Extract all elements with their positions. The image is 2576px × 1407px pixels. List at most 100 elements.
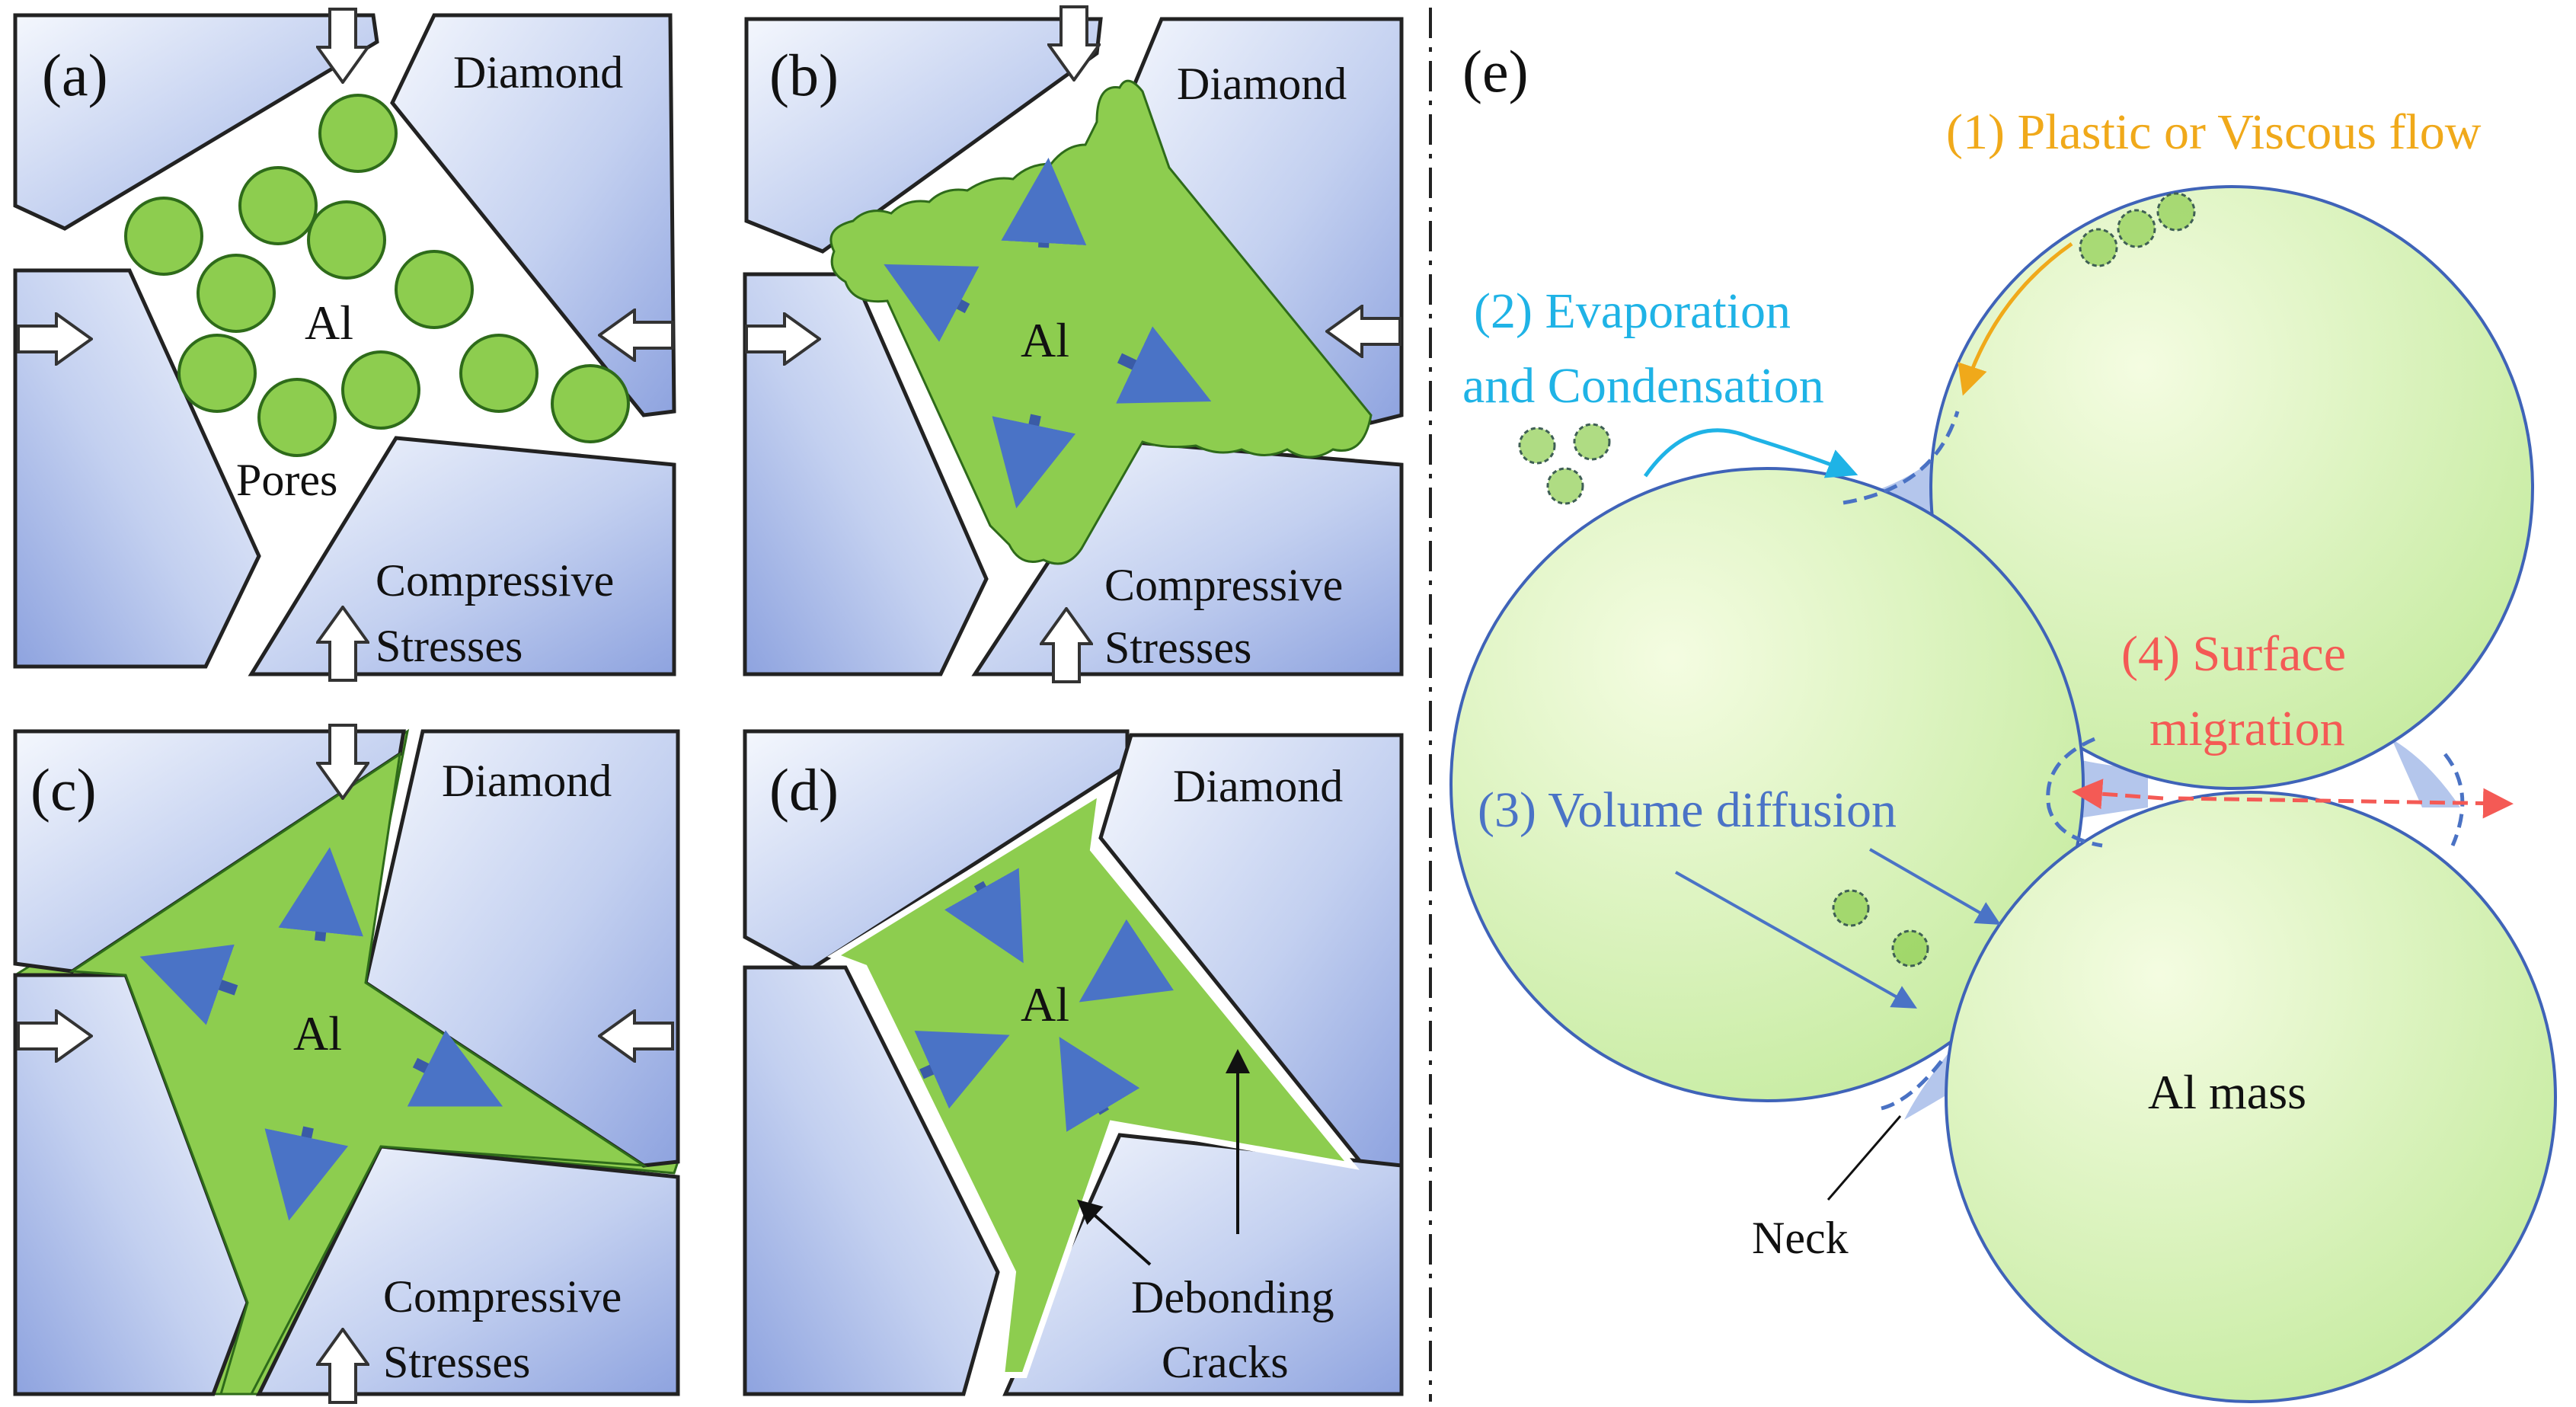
al-particle bbox=[341, 350, 420, 430]
neck-pointer bbox=[1827, 1115, 1902, 1201]
diamond-grain-d-left bbox=[743, 965, 1000, 1396]
mech1-particles bbox=[2079, 192, 2196, 267]
flow-arrow bbox=[264, 1126, 349, 1221]
mech3-label: (3) Volume diffusion bbox=[1478, 782, 1897, 838]
diamond-label: Diamond bbox=[1177, 59, 1347, 109]
shrink-arrows-d bbox=[914, 868, 1174, 1132]
al-particle bbox=[459, 334, 539, 413]
diamond-grain-c-topright bbox=[363, 729, 680, 1168]
migrating-atom bbox=[2079, 228, 2118, 267]
flow-arrow bbox=[1001, 158, 1087, 248]
neck-outlines bbox=[1843, 411, 2465, 1111]
al-particle bbox=[307, 200, 386, 280]
al-particles-a bbox=[124, 94, 630, 457]
diamond-grain-c-left bbox=[13, 973, 250, 1396]
al-particle bbox=[177, 334, 257, 413]
al-label: Al bbox=[293, 1006, 342, 1060]
neck-dashed-outline bbox=[1881, 1054, 1948, 1111]
al-particle bbox=[318, 94, 398, 173]
flow-arrows-b bbox=[884, 158, 1212, 509]
diamond-grain-b-topleft bbox=[744, 17, 1103, 254]
flow-arrows-c bbox=[139, 847, 503, 1221]
al-melt-c-core bbox=[69, 751, 648, 1396]
al-particle bbox=[124, 197, 203, 276]
mech3-arrow bbox=[1675, 871, 1917, 1009]
stress-label-line1: Compressive bbox=[376, 555, 614, 606]
panel-d: (d) Diamond Al Debonding Cracks bbox=[743, 729, 1404, 1396]
al-particle bbox=[395, 250, 474, 329]
stress-label-line2: Stresses bbox=[383, 1337, 530, 1387]
al-melt-b bbox=[829, 79, 1373, 565]
mech4-label-line2: migration bbox=[2149, 701, 2345, 756]
crack-pointer bbox=[1077, 1199, 1152, 1266]
diffusing-atom bbox=[1832, 889, 1870, 927]
flow-arrow bbox=[407, 1030, 503, 1107]
flow-arrow bbox=[278, 847, 363, 942]
neck-label: Neck bbox=[1752, 1213, 1849, 1263]
al-label: Al bbox=[305, 296, 353, 350]
migrating-atom bbox=[2117, 209, 2156, 248]
panel-a: (a) Diamond Al Pores Compressive Stresse… bbox=[13, 8, 676, 682]
diamond-grain-a-bottomright bbox=[248, 436, 676, 676]
al-mass-particle bbox=[1945, 791, 2557, 1403]
al-label: Al bbox=[1021, 313, 1069, 367]
flow-arrow bbox=[992, 414, 1076, 509]
diamond-grain-a-topright bbox=[390, 13, 676, 417]
neck-dashed-outline bbox=[2443, 753, 2465, 846]
panel-tag: (a) bbox=[42, 42, 108, 108]
al-mass-particle bbox=[1929, 185, 2534, 790]
stress-label-line2: Stresses bbox=[1104, 622, 1251, 673]
mech4-label-line1: (4) Surface bbox=[2121, 626, 2346, 682]
panel-tag: (d) bbox=[769, 756, 839, 823]
mech3-arrow bbox=[1869, 848, 2001, 925]
stress-label-line2: Stresses bbox=[376, 621, 523, 671]
diamond-label: Diamond bbox=[442, 756, 612, 806]
vapor-atom bbox=[1546, 467, 1584, 505]
flow-arrow bbox=[1059, 1036, 1140, 1132]
stress-label-line1: Compressive bbox=[1104, 560, 1343, 610]
flow-arrow bbox=[1079, 919, 1174, 1002]
panel-c: (c) Diamond Al Compressive Stresses bbox=[13, 724, 680, 1404]
migrating-atom bbox=[2156, 192, 2196, 232]
al-particle bbox=[238, 166, 318, 245]
pores-label: Pores bbox=[236, 455, 337, 505]
panel-tag: (b) bbox=[769, 42, 839, 108]
stress-label-line1: Compressive bbox=[383, 1271, 622, 1322]
diamond-label: Diamond bbox=[453, 47, 623, 98]
al-particle bbox=[551, 364, 630, 443]
flow-arrow bbox=[914, 1030, 1010, 1109]
mech1-arrow bbox=[1958, 241, 2073, 396]
flow-arrow bbox=[1116, 326, 1212, 404]
mech2-label-line1: (2) Evaporation bbox=[1474, 283, 1791, 339]
mech2-arrow bbox=[1643, 428, 1858, 478]
al-mass-label: Al mass bbox=[2148, 1065, 2306, 1119]
neck-dashed-outline bbox=[1843, 411, 1960, 505]
panel-b: (b) Diamond Al Compressive Stresses bbox=[743, 5, 1404, 683]
vapor-atom bbox=[1518, 427, 1556, 465]
crack-label-line2: Cracks bbox=[1162, 1337, 1289, 1387]
flow-arrow bbox=[139, 944, 238, 1025]
diamond-grain-a-topleft bbox=[13, 13, 379, 231]
flow-arrow bbox=[944, 868, 1024, 964]
diamond-grain-c-bottomright bbox=[255, 1144, 680, 1396]
mech1-label: (1) Plastic or Viscous flow bbox=[1946, 104, 2482, 160]
al-particle bbox=[197, 254, 276, 333]
mech2-particles bbox=[1518, 423, 1611, 505]
crack-label-line1: Debonding bbox=[1131, 1272, 1334, 1322]
vapor-atom bbox=[1573, 423, 1611, 461]
mech3-particles bbox=[1832, 889, 1929, 967]
mech4-arrow bbox=[2072, 779, 2164, 810]
neck-dashed-outline bbox=[2046, 737, 2103, 848]
mech2-label-line2: and Condensation bbox=[1462, 358, 1824, 414]
diamond-label: Diamond bbox=[1173, 761, 1343, 811]
panel-tag: (c) bbox=[30, 756, 97, 823]
diamond-grain-a-left bbox=[13, 268, 261, 669]
al-label: Al bbox=[1021, 977, 1069, 1031]
panel-tag: (e) bbox=[1462, 38, 1529, 104]
diffusing-atom bbox=[1891, 929, 1929, 967]
al-particle bbox=[257, 378, 337, 457]
flow-arrow bbox=[884, 264, 980, 342]
mech4-arrow bbox=[2178, 788, 2514, 819]
neck-region bbox=[2392, 739, 2460, 807]
